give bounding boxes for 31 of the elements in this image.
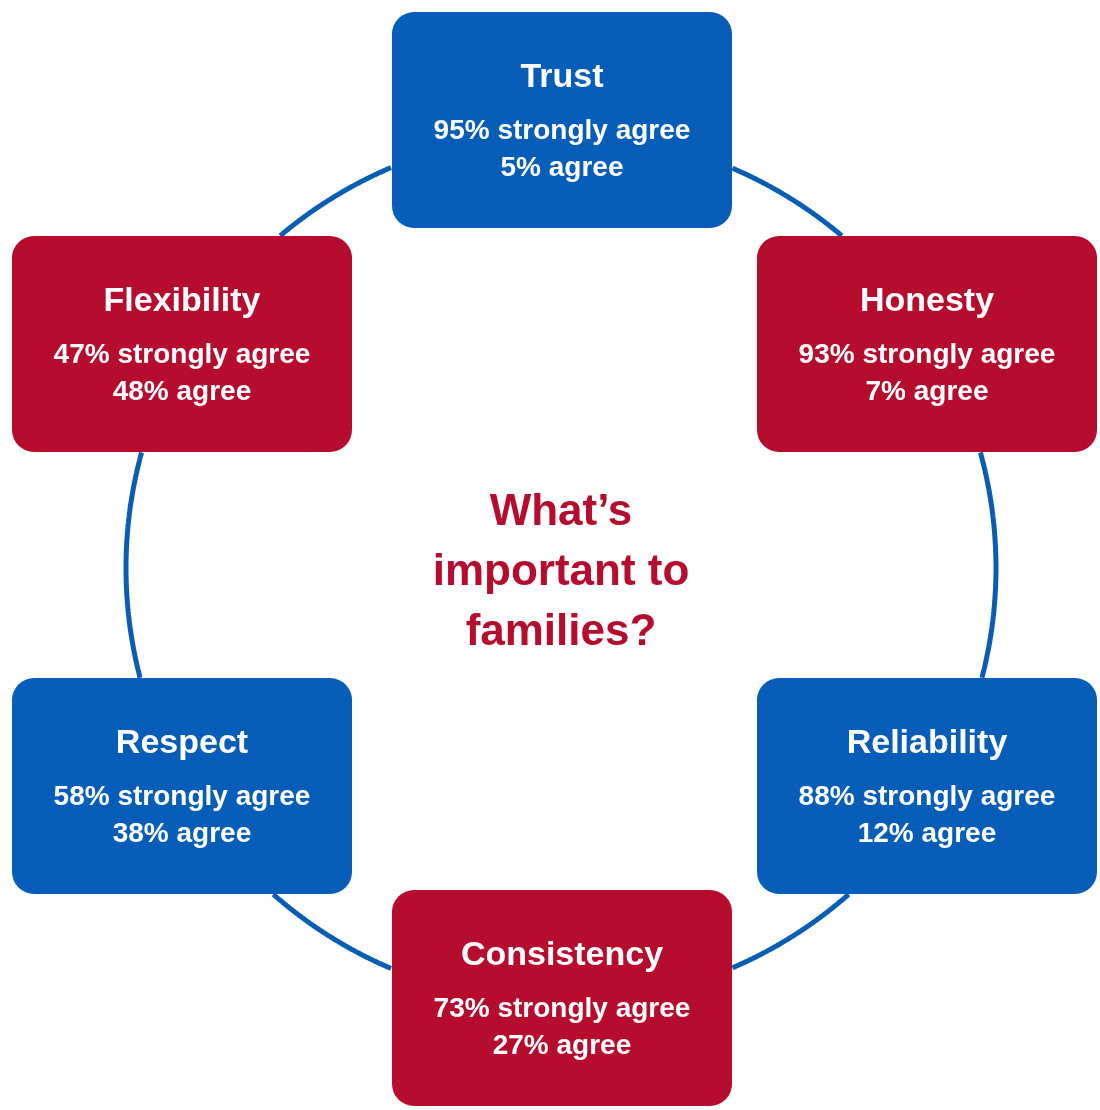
- agreement-text: 48% agree: [112, 373, 252, 408]
- center-title: What’s important to families?: [431, 484, 691, 656]
- value-heading: Trust: [520, 55, 604, 95]
- value-heading: Consistency: [460, 933, 664, 973]
- value-box: [12, 236, 352, 452]
- value-heading: Flexibility: [103, 279, 261, 319]
- agreement-text: 12% agree: [857, 815, 997, 850]
- agreement-text: 93% strongly agree: [798, 336, 1056, 371]
- agreement-text: 73% strongly agree: [433, 990, 691, 1025]
- value-box: [392, 890, 732, 1106]
- agreement-text: 7% agree: [865, 373, 989, 408]
- circle-connector-arc: [731, 892, 851, 971]
- circle-connector-arc: [731, 165, 844, 238]
- value-heading: Reliability: [846, 721, 1008, 761]
- value-heading: Respect: [115, 721, 249, 761]
- agreement-text: 58% strongly agree: [53, 778, 311, 813]
- agreement-text: 38% agree: [112, 815, 252, 850]
- value-box: [12, 678, 352, 894]
- circle-connector-arc: [123, 451, 144, 679]
- value-heading: Honesty: [859, 279, 995, 319]
- circle-connector-arc: [278, 165, 393, 238]
- circle-connector-arc: [271, 892, 393, 971]
- circle-connector-arc: [978, 451, 999, 679]
- value-box: [392, 12, 732, 228]
- value-box: [757, 678, 1097, 894]
- agreement-text: 27% agree: [492, 1027, 632, 1062]
- value-box: [757, 236, 1097, 452]
- agreement-text: 88% strongly agree: [798, 778, 1056, 813]
- agreement-text: 47% strongly agree: [53, 336, 311, 371]
- agreement-text: 5% agree: [500, 149, 624, 184]
- agreement-text: 95% strongly agree: [433, 112, 691, 147]
